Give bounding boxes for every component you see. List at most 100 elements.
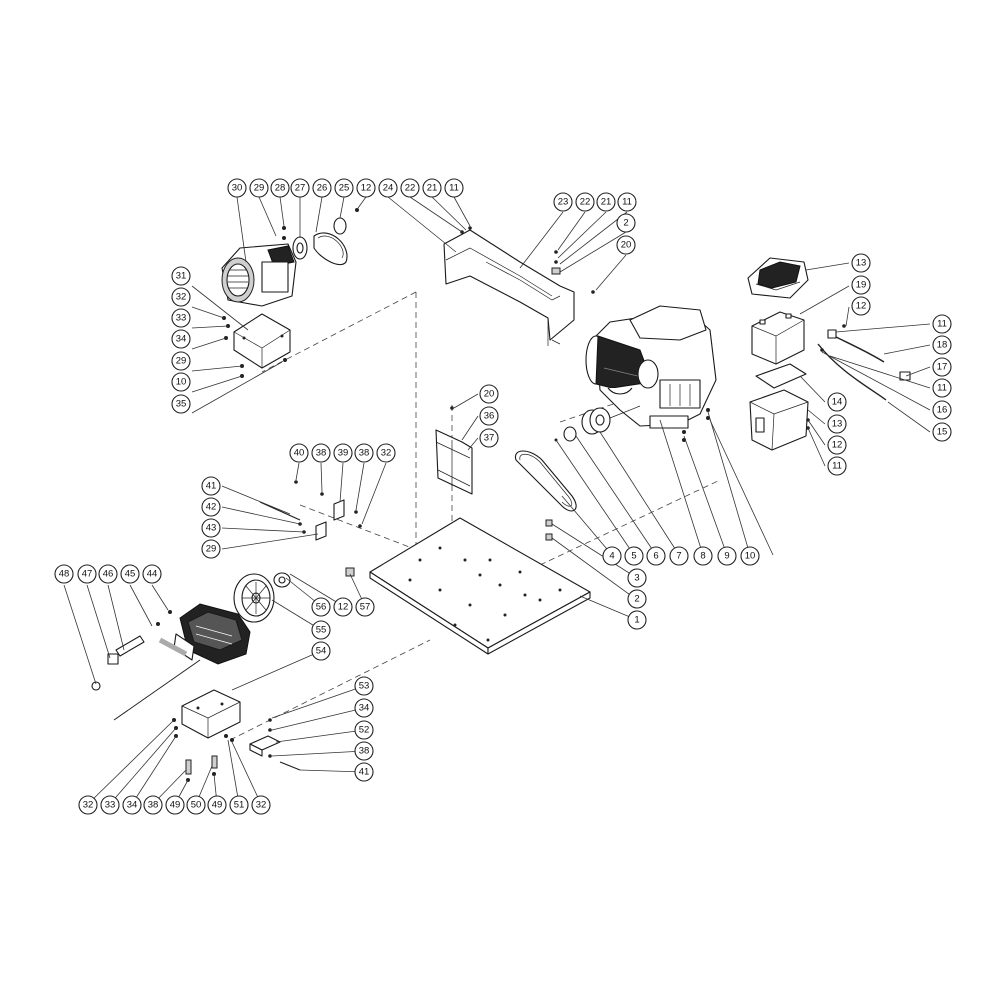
callout-37: 37 xyxy=(479,428,499,448)
callout-56: 56 xyxy=(311,597,331,617)
svg-text:3: 3 xyxy=(634,573,639,584)
pump-hub xyxy=(273,567,355,588)
battery xyxy=(751,311,805,365)
svg-text:10: 10 xyxy=(745,551,756,562)
blower-housing xyxy=(221,226,297,307)
svg-text:28: 28 xyxy=(275,183,286,194)
callout-50: 50 xyxy=(186,795,206,815)
callout-29: 29 xyxy=(249,178,269,198)
callout-32: 32 xyxy=(376,443,396,463)
svg-text:27: 27 xyxy=(295,183,306,194)
callout-22: 22 xyxy=(400,178,420,198)
pump-side-bracket xyxy=(249,718,301,771)
callout-14: 14 xyxy=(827,392,847,412)
callouts: 30 29 28 27 26 25 12 24 22 21 11 23 22 2… xyxy=(54,178,952,815)
svg-text:12: 12 xyxy=(338,602,349,613)
callout-35: 35 xyxy=(171,394,191,414)
svg-text:11: 11 xyxy=(937,319,947,330)
callout-12: 12 xyxy=(827,435,847,455)
callout-8: 8 xyxy=(693,546,713,566)
callout-20: 20 xyxy=(616,235,636,255)
battery-cover xyxy=(747,257,809,299)
callout-54: 54 xyxy=(311,641,331,661)
base-studs xyxy=(545,519,553,541)
pump-mount-plate xyxy=(172,689,241,782)
callout-43: 43 xyxy=(201,518,221,538)
svg-text:22: 22 xyxy=(405,183,416,194)
svg-text:15: 15 xyxy=(937,427,948,438)
svg-text:41: 41 xyxy=(206,481,217,492)
callout-10: 10 xyxy=(171,372,191,392)
callout-11: 11 xyxy=(827,456,847,476)
callout-55: 55 xyxy=(311,620,331,640)
callout-23: 23 xyxy=(553,192,573,212)
callout-21: 21 xyxy=(596,192,616,212)
callout-12: 12 xyxy=(851,296,871,316)
svg-text:38: 38 xyxy=(148,800,159,811)
small-bracket xyxy=(259,480,362,541)
svg-text:35: 35 xyxy=(176,399,187,410)
svg-text:29: 29 xyxy=(176,356,187,367)
callout-9: 9 xyxy=(717,546,737,566)
svg-text:21: 21 xyxy=(427,183,438,194)
svg-text:12: 12 xyxy=(832,440,843,451)
callout-11: 11 xyxy=(617,192,637,212)
callout-34: 34 xyxy=(354,698,374,718)
svg-text:51: 51 xyxy=(234,800,245,811)
svg-text:12: 12 xyxy=(856,301,867,312)
svg-text:5: 5 xyxy=(631,551,636,562)
svg-text:14: 14 xyxy=(832,397,843,408)
svg-text:9: 9 xyxy=(724,551,729,562)
callout-57: 57 xyxy=(355,597,375,617)
callout-49: 49 xyxy=(165,795,185,815)
svg-text:32: 32 xyxy=(83,800,94,811)
svg-text:32: 32 xyxy=(176,292,187,303)
callout-28: 28 xyxy=(270,178,290,198)
svg-text:33: 33 xyxy=(105,800,116,811)
callout-38: 38 xyxy=(354,741,374,761)
svg-text:2: 2 xyxy=(623,218,628,229)
callout-32: 32 xyxy=(171,287,191,307)
svg-text:6: 6 xyxy=(653,551,658,562)
callout-51: 51 xyxy=(229,795,249,815)
callout-26: 26 xyxy=(312,178,332,198)
svg-text:29: 29 xyxy=(206,544,217,555)
callout-38: 38 xyxy=(143,795,163,815)
svg-text:12: 12 xyxy=(361,183,372,194)
svg-text:39: 39 xyxy=(338,448,349,459)
svg-text:2: 2 xyxy=(634,594,639,605)
pump-fittings xyxy=(91,635,201,721)
callout-11: 11 xyxy=(932,378,952,398)
callout-5: 5 xyxy=(624,546,644,566)
callout-7: 7 xyxy=(669,546,689,566)
callout-34: 34 xyxy=(171,329,191,349)
svg-text:26: 26 xyxy=(317,183,328,194)
svg-text:11: 11 xyxy=(622,197,632,208)
svg-text:50: 50 xyxy=(191,800,202,811)
callout-22: 22 xyxy=(575,192,595,212)
callout-6: 6 xyxy=(646,546,666,566)
callout-48: 48 xyxy=(54,564,74,584)
callout-52: 52 xyxy=(354,720,374,740)
bracket xyxy=(435,406,473,495)
svg-text:45: 45 xyxy=(125,569,136,580)
svg-text:42: 42 xyxy=(206,502,217,513)
drive-belt xyxy=(514,450,577,512)
engine xyxy=(585,305,717,442)
svg-text:11: 11 xyxy=(832,461,842,472)
callout-32: 32 xyxy=(251,795,271,815)
callout-24: 24 xyxy=(378,178,398,198)
svg-text:11: 11 xyxy=(449,183,459,194)
callout-41: 41 xyxy=(354,762,374,782)
svg-text:25: 25 xyxy=(339,183,350,194)
svg-text:17: 17 xyxy=(937,362,948,373)
callout-11: 11 xyxy=(444,178,464,198)
callout-42: 42 xyxy=(201,497,221,517)
svg-text:33: 33 xyxy=(176,313,187,324)
callout-21: 21 xyxy=(422,178,442,198)
callout-11: 11 xyxy=(932,314,952,334)
svg-text:29: 29 xyxy=(254,183,265,194)
blower-fasteners xyxy=(222,316,287,378)
svg-text:55: 55 xyxy=(316,625,327,636)
